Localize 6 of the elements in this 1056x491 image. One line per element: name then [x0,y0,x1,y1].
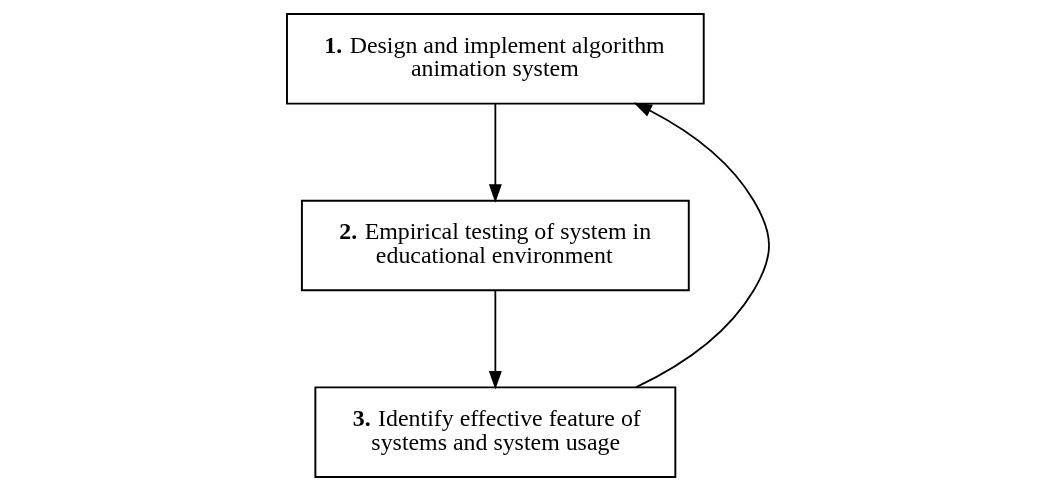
node-box: 3. Identify effective feature of systems and system usage [314,386,677,478]
arrow [488,102,502,203]
node-box: 2. Empirical testing of system in educational environment [300,199,690,292]
arrow [488,289,502,390]
arrow [633,102,770,389]
node-box: 1. Design and implement algorithm animation system [286,13,705,105]
